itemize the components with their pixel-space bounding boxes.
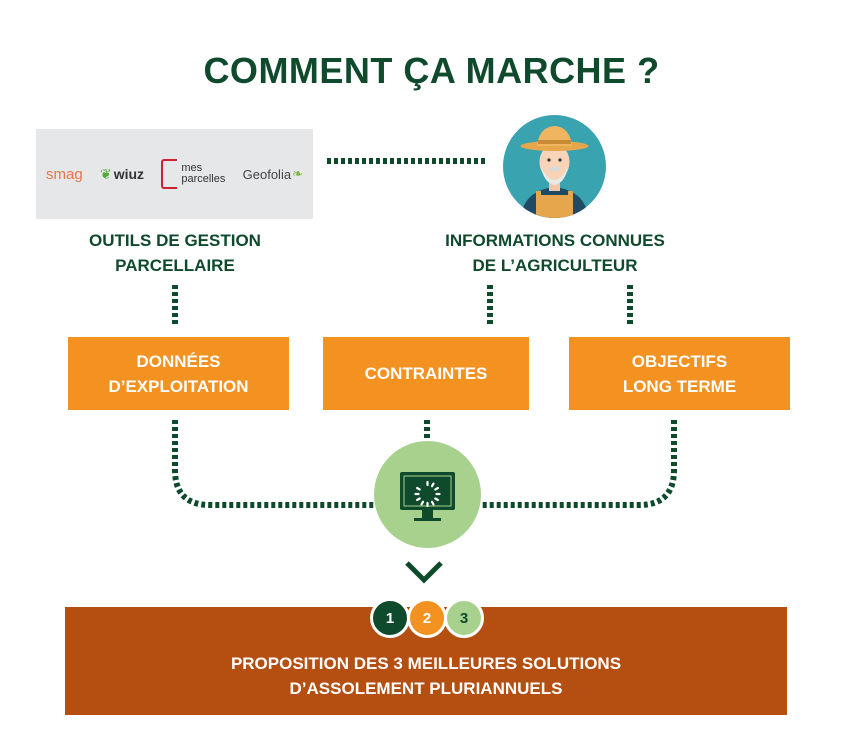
logos-panel: smag ❦ wiuz mes parcelles Geofolia ❧	[36, 129, 313, 219]
left-label: OUTILS DE GESTION PARCELLAIRE	[89, 231, 261, 275]
connector-box3-computer	[481, 420, 677, 508]
mes-parcelles-bracket-icon	[161, 159, 178, 189]
geofolia-logo: Geofolia ❧	[242, 166, 303, 182]
page-title: COMMENT ÇA MARCHE ?	[203, 50, 660, 91]
box-contraintes: CONTRAINTES	[323, 337, 529, 410]
badge-3: 3	[444, 598, 484, 638]
connector-box1-computer	[172, 420, 374, 508]
chevron-down-icon	[405, 561, 443, 584]
leaf-icon: ❧	[292, 166, 303, 181]
loading-spinner-icon	[414, 480, 441, 508]
right-label: INFORMATIONS CONNUES DE L’AGRICULTEUR	[445, 231, 665, 275]
badge-1: 1	[370, 598, 410, 638]
smag-logo: smag	[46, 165, 83, 183]
box-objectifs-long-terme: OBJECTIFS LONG TERME	[569, 337, 790, 410]
box-donnees-exploitation: DONNÉES D’EXPLOITATION	[68, 337, 289, 410]
computer-icon	[374, 441, 481, 548]
mes-parcelles-logo: mes parcelles	[161, 159, 225, 189]
wiuz-logo: ❦ wiuz	[99, 165, 145, 183]
farmer-avatar-icon	[503, 115, 606, 218]
result-text: PROPOSITION DES 3 MEILLEURES SOLUTIONS D…	[230, 654, 622, 698]
badge-2: 2	[407, 598, 447, 638]
wiuz-mark-icon: ❦	[99, 165, 112, 182]
